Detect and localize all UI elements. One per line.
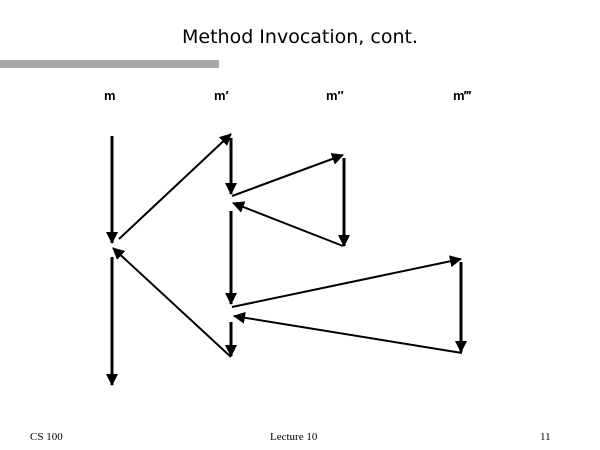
return-m3-to-m1 [233, 311, 463, 354]
return-m2-to-m1 [232, 201, 344, 247]
return-m1-to-m [112, 247, 232, 358]
column-label-m-prime: m′ [214, 88, 229, 103]
column-label-m-triple-prime: m‴ [453, 88, 471, 103]
footer-lecture: Lecture 10 [270, 431, 318, 443]
column-label-m: m [104, 88, 116, 103]
call-m1-to-m3 [231, 255, 462, 308]
slide-title: Method Invocation, cont. [182, 26, 418, 48]
footer-page-number: 11 [540, 431, 551, 443]
call-m1-to-m2 [231, 153, 344, 197]
column-label-m-double-prime: m″ [326, 88, 344, 103]
call-m-to-m1 [118, 133, 232, 240]
footer-course: CS 100 [30, 431, 63, 443]
title-underline-bar [0, 60, 219, 68]
